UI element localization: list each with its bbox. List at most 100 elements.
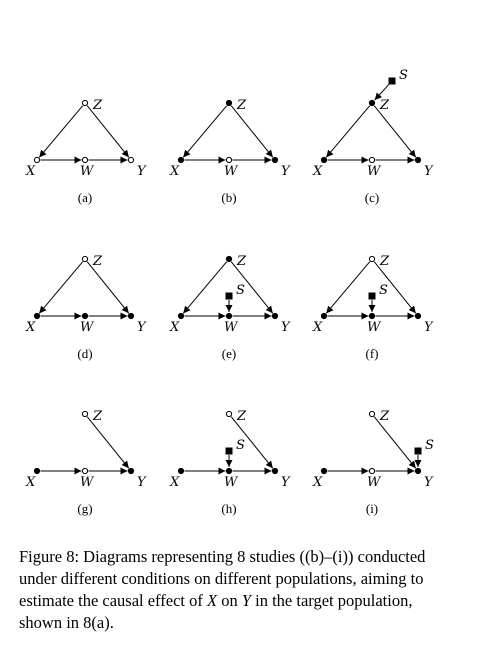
node-s [225,447,233,455]
caption-prefix: Figure 8: Diagrams representing 8 studie… [19,547,426,610]
node-w [225,156,233,164]
label-y: Y [281,475,291,490]
panel-e: S X W Y Z (e) [169,254,291,361]
node-z [368,99,376,107]
label-z: Z [236,98,247,113]
label-x: X [312,320,323,335]
label-w: W [367,320,382,335]
node-y [414,312,422,320]
node-z [81,255,89,263]
node-w [81,467,89,475]
node-x [33,467,41,475]
edge-z-to-x [38,105,84,158]
label-w: W [224,164,239,179]
node-z [81,99,89,107]
label-x: X [25,164,36,179]
label-s: S [425,438,434,453]
panel-label: (e) [222,346,236,361]
edge-z-to-x [182,261,228,314]
node-y [271,156,279,164]
panel-label: (c) [365,190,379,205]
node-z [225,255,233,263]
label-s: S [236,283,245,298]
edge-z-to-y [86,105,130,158]
label-x: X [312,475,323,490]
panel-label: (h) [221,501,236,516]
caption-var-x: X [206,591,218,610]
node-y [127,156,135,164]
node-s [388,77,396,85]
panel-h: S X W Y Z (h) [169,409,291,516]
node-y [127,467,135,475]
panel-i: S X W Y Z (i) [312,409,434,516]
label-y: Y [424,164,434,179]
label-w: W [80,320,95,335]
label-w: W [224,320,239,335]
node-x [320,156,328,164]
panel-label: (d) [77,346,92,361]
caption-mid: on [217,591,242,610]
node-z [225,99,233,107]
node-w [368,156,376,164]
node-x [33,156,41,164]
edge-z-to-x [38,261,84,314]
label-z: Z [379,254,390,269]
edge-z-to-y [230,416,274,469]
node-w [81,312,89,320]
edge-z-to-y [230,261,274,314]
label-z: Z [236,409,247,424]
node-w [368,467,376,475]
panel-label: (i) [366,501,378,516]
node-y [271,467,279,475]
label-x: X [312,164,323,179]
caption-var-y: Y [241,591,252,610]
edge-z-to-x [325,261,371,314]
node-x [320,467,328,475]
label-s: S [399,68,408,83]
label-w: W [224,475,239,490]
label-y: Y [424,320,434,335]
label-x: X [169,320,180,335]
edge-z-to-y [373,261,417,314]
node-w [225,467,233,475]
edge-z-to-y [373,416,417,469]
label-x: X [25,320,36,335]
node-y [414,467,422,475]
label-w: W [367,475,382,490]
node-w [81,156,89,164]
edge-z-to-x [182,105,228,158]
label-y: Y [424,475,434,490]
edge-z-to-y [373,105,417,158]
label-y: Y [137,320,147,335]
edge-z-to-y [86,261,130,314]
panel-label: (g) [77,501,92,516]
label-z: Z [236,254,247,269]
label-y: Y [281,320,291,335]
figure-caption: Figure 8: Diagrams representing 8 studie… [19,546,447,634]
node-z [368,255,376,263]
panel-label: (b) [221,190,236,205]
node-y [414,156,422,164]
node-s [414,447,422,455]
node-s [225,292,233,300]
edge-s-to-z [374,83,390,101]
label-z: Z [92,98,103,113]
label-x: X [169,475,180,490]
label-y: Y [137,164,147,179]
node-y [127,312,135,320]
label-s: S [236,438,245,453]
node-x [177,467,185,475]
node-z [81,410,89,418]
node-x [177,312,185,320]
label-s: S [379,283,388,298]
node-z [225,410,233,418]
node-x [177,156,185,164]
node-s [368,292,376,300]
node-w [368,312,376,320]
label-z: Z [379,409,390,424]
label-z: Z [92,409,103,424]
